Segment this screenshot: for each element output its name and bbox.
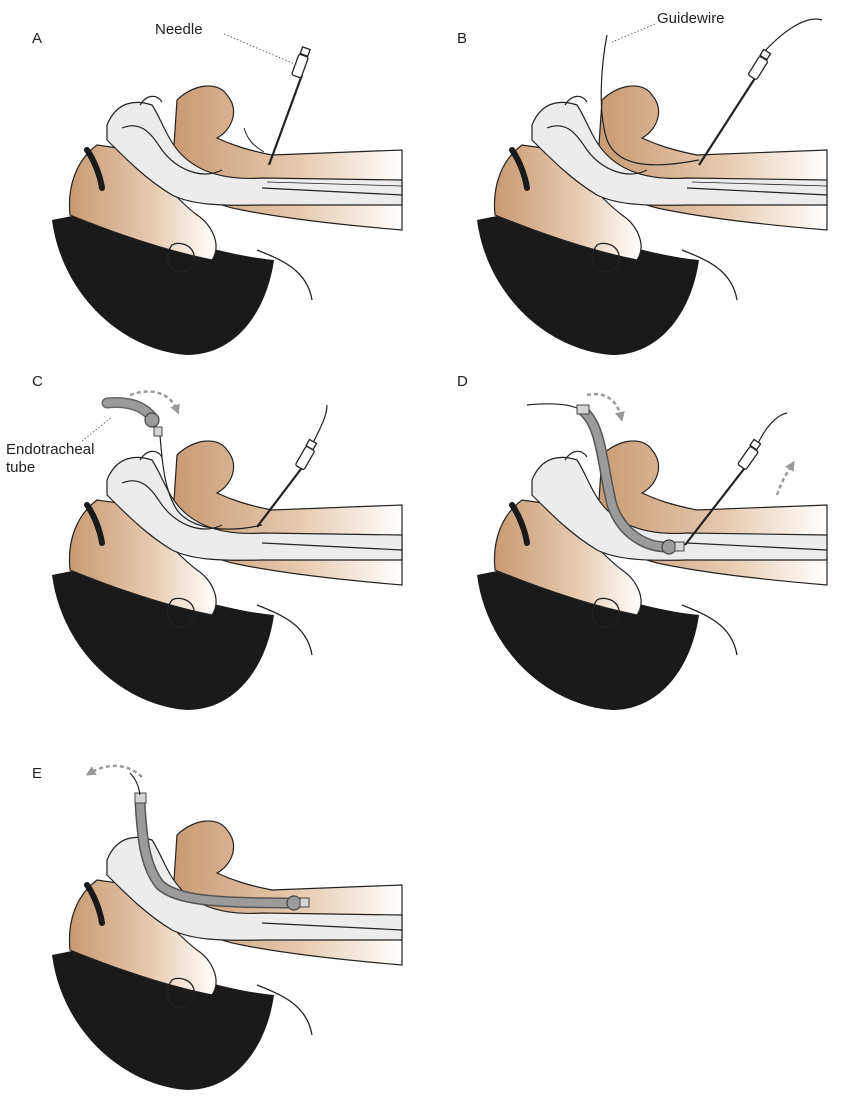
endotracheal-tube — [107, 403, 162, 436]
head-illustration-a — [12, 10, 432, 380]
head-profile — [52, 86, 402, 355]
needle — [699, 49, 771, 165]
head-illustration-e — [12, 735, 432, 1105]
head-illustration-c — [12, 365, 432, 735]
head-profile — [477, 86, 827, 355]
panel-a: A Needle — [12, 10, 432, 380]
panel-d: D — [437, 365, 857, 735]
head-illustration-d — [437, 365, 857, 735]
panel-c: C Endotracheal tube — [12, 365, 432, 735]
panel-e: E — [12, 735, 432, 1105]
needle-callout-line — [224, 34, 297, 65]
head-profile — [477, 441, 827, 710]
guidewire-callout-line — [612, 24, 655, 42]
panel-b: B Guidewire — [437, 10, 857, 380]
head-illustration-b — [437, 10, 857, 380]
head-profile — [52, 821, 402, 1090]
withdraw-arrow — [777, 465, 792, 495]
guidewire — [527, 404, 787, 445]
tube-callout-line — [82, 417, 112, 441]
needle — [269, 47, 310, 165]
head-profile — [52, 441, 402, 710]
withdraw-guidewire-arrow — [90, 766, 142, 777]
guidewire — [130, 773, 140, 795]
